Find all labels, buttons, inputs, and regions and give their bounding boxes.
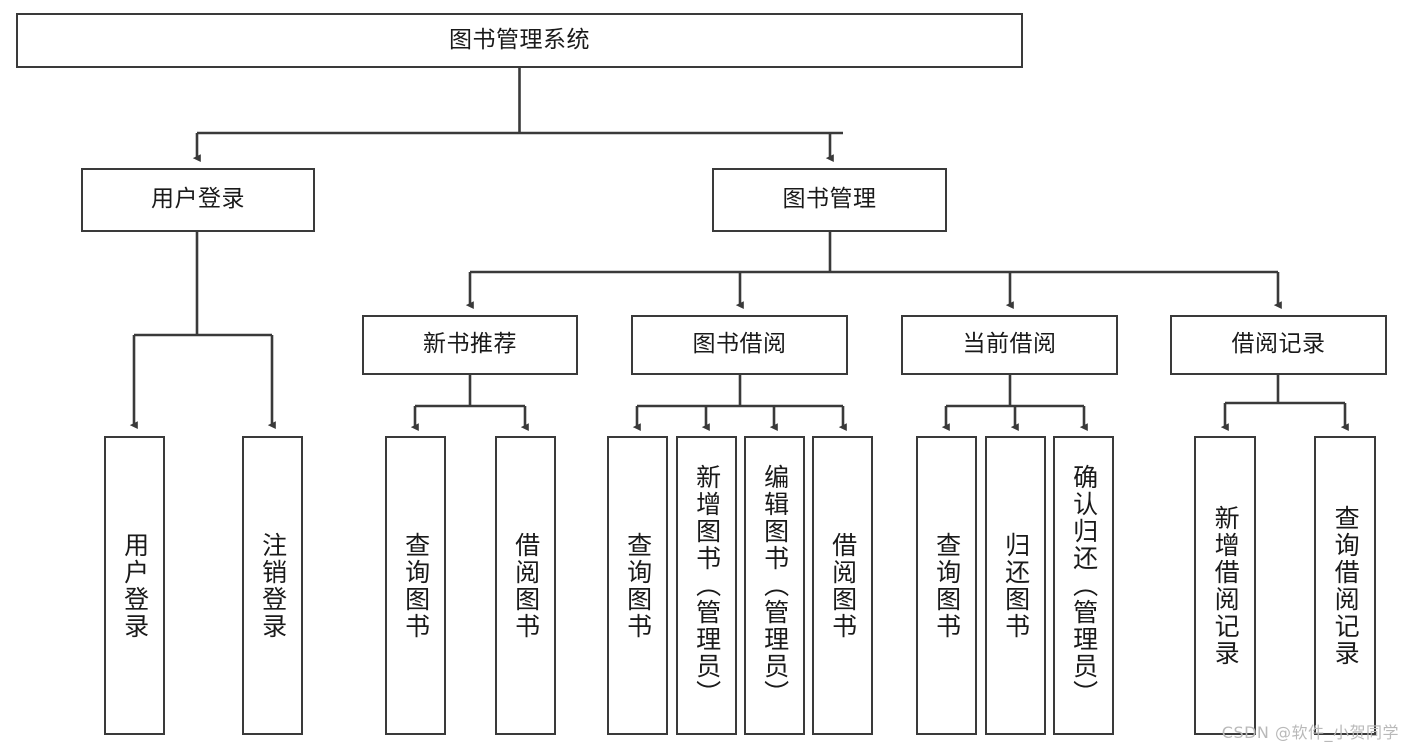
- node-label: 借阅图书: [511, 531, 541, 640]
- node-label: 查询图书: [401, 531, 431, 640]
- leaf-confirm-return-admin[interactable]: 确认归还（管理员）: [1053, 436, 1114, 735]
- node-book-management[interactable]: 图书管理: [712, 168, 947, 232]
- node-current-borrow[interactable]: 当前借阅: [901, 315, 1118, 375]
- leaf-query-books-current[interactable]: 查询图书: [916, 436, 977, 735]
- node-label: 图书借阅: [692, 331, 787, 358]
- watermark-text: CSDN @软件_小贺同学: [1221, 723, 1399, 742]
- node-label: 查询图书: [623, 531, 653, 640]
- leaf-user-login[interactable]: 用户登录: [104, 436, 165, 735]
- node-label: 图书管理系统: [449, 26, 590, 53]
- node-user-login[interactable]: 用户登录: [81, 168, 315, 232]
- node-label: 新书推荐: [423, 331, 517, 358]
- leaf-borrow-books[interactable]: 借阅图书: [812, 436, 873, 735]
- node-label: 用户登录: [151, 186, 245, 213]
- node-label: 归还图书: [1001, 531, 1031, 640]
- node-label: 用户登录: [120, 531, 150, 640]
- leaf-edit-book-admin[interactable]: 编辑图书（管理员）: [744, 436, 805, 735]
- leaf-query-books-borrow[interactable]: 查询图书: [607, 436, 668, 735]
- node-root-system[interactable]: 图书管理系统: [16, 13, 1023, 68]
- node-label: 查询借阅记录: [1331, 504, 1361, 667]
- node-label: 确认归还（管理员）: [1069, 464, 1099, 707]
- leaf-add-borrow-record[interactable]: 新增借阅记录: [1194, 436, 1256, 735]
- node-new-book-recommend[interactable]: 新书推荐: [362, 315, 578, 375]
- leaf-logout[interactable]: 注销登录: [242, 436, 303, 735]
- node-label: 查询图书: [932, 531, 962, 640]
- leaf-add-book-admin[interactable]: 新增图书（管理员）: [676, 436, 737, 735]
- node-label: 图书管理: [782, 186, 877, 213]
- node-label: 借阅记录: [1231, 331, 1326, 358]
- leaf-query-books-recommend[interactable]: 查询图书: [385, 436, 446, 735]
- leaf-query-borrow-record[interactable]: 查询借阅记录: [1314, 436, 1376, 735]
- node-label: 编辑图书（管理员）: [760, 464, 790, 707]
- leaf-return-books[interactable]: 归还图书: [985, 436, 1046, 735]
- node-label: 注销登录: [258, 531, 288, 640]
- node-label: 借阅图书: [828, 531, 858, 640]
- node-label: 当前借阅: [962, 331, 1057, 358]
- node-book-borrow[interactable]: 图书借阅: [631, 315, 848, 375]
- node-label: 新增图书（管理员）: [692, 464, 722, 707]
- leaf-borrow-books-recommend[interactable]: 借阅图书: [495, 436, 556, 735]
- node-borrow-records[interactable]: 借阅记录: [1170, 315, 1387, 375]
- node-label: 新增借阅记录: [1211, 504, 1241, 667]
